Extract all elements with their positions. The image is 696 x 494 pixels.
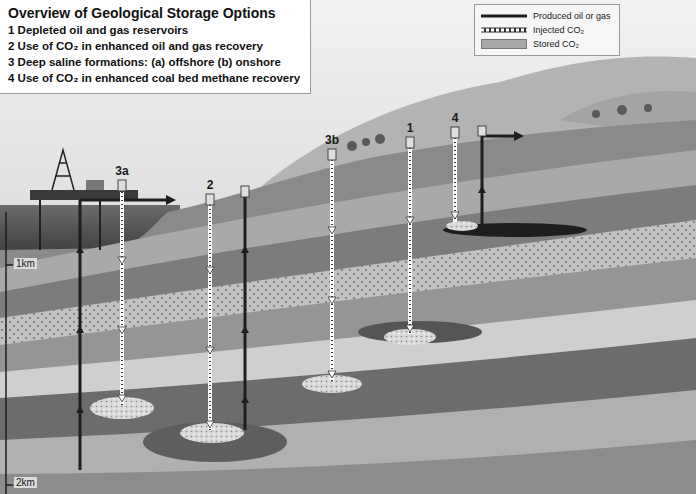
arrow-head bbox=[76, 246, 84, 253]
injection-well bbox=[454, 138, 456, 222]
arrow-head bbox=[514, 131, 524, 141]
arrow-head bbox=[451, 212, 459, 219]
legend-line bbox=[481, 15, 527, 18]
wellhead bbox=[406, 137, 414, 148]
rock-layer bbox=[0, 220, 696, 494]
depth-scale bbox=[6, 212, 13, 494]
rock-layer bbox=[0, 390, 696, 494]
list-item: 4 Use of CO₂ in enhanced coal bed methan… bbox=[8, 71, 300, 87]
wellhead bbox=[206, 194, 214, 205]
rock-layer bbox=[0, 300, 696, 494]
well-number: 1 bbox=[407, 121, 414, 135]
wellhead bbox=[118, 180, 126, 191]
legend-swatch bbox=[481, 39, 527, 49]
wellheads bbox=[118, 126, 486, 205]
depth-label: 2km bbox=[14, 477, 37, 488]
stored-co2 bbox=[446, 221, 478, 231]
injection-wells bbox=[118, 138, 459, 430]
arrow-head bbox=[328, 371, 336, 378]
arrow-head bbox=[478, 186, 486, 193]
arrow-head bbox=[206, 421, 214, 428]
rock-layer bbox=[0, 440, 696, 494]
legend-row: Stored CO₂ bbox=[481, 37, 611, 51]
title-text: Overview of Geological Storage Options bbox=[8, 5, 300, 21]
wellhead bbox=[241, 186, 249, 197]
wellhead bbox=[451, 127, 459, 138]
sandstone-texture bbox=[0, 220, 696, 494]
arrow-head bbox=[118, 327, 126, 334]
production-flow bbox=[482, 135, 514, 138]
arrow-head bbox=[166, 195, 176, 205]
rock-layer bbox=[0, 185, 696, 494]
injection-well bbox=[120, 192, 124, 405]
tree bbox=[362, 138, 370, 146]
injection-well bbox=[208, 205, 212, 430]
arrow-head bbox=[118, 257, 126, 264]
list-item: 2 Use of CO₂ in enhanced oil and gas rec… bbox=[8, 39, 300, 55]
production-well bbox=[79, 200, 82, 470]
arrow-head bbox=[241, 326, 249, 333]
platform-leg bbox=[39, 200, 41, 250]
injection-well bbox=[409, 148, 411, 334]
depth-tick bbox=[6, 264, 13, 266]
land-surface bbox=[0, 120, 696, 494]
well-number: 2 bbox=[207, 178, 214, 192]
production-wells bbox=[76, 131, 524, 470]
legend-box: Produced oil or gasInjected CO₂ Stored CO… bbox=[474, 4, 620, 56]
legend-line bbox=[481, 28, 527, 33]
arrow-head bbox=[328, 297, 336, 304]
depth-axis bbox=[5, 212, 7, 494]
tree bbox=[375, 134, 385, 144]
arrow-head bbox=[328, 227, 336, 234]
injection-well bbox=[408, 148, 412, 334]
well-number: 3b bbox=[325, 133, 339, 147]
arrow-head bbox=[406, 217, 414, 224]
arrow-head bbox=[76, 406, 84, 413]
injection-well bbox=[121, 192, 123, 405]
production-well bbox=[481, 136, 484, 228]
injection-well bbox=[330, 160, 334, 381]
wellhead bbox=[478, 126, 486, 136]
legend-text: Injected CO₂ bbox=[533, 25, 584, 35]
legend-row: Injected CO₂ bbox=[481, 23, 611, 37]
rock-layer bbox=[0, 150, 696, 494]
title-panel: Overview of Geological Storage Options 1 … bbox=[0, 0, 311, 94]
dome-reservoir bbox=[143, 422, 287, 462]
tree bbox=[592, 110, 600, 118]
injection-well bbox=[331, 160, 333, 381]
legend-sample bbox=[481, 25, 527, 35]
platform-building bbox=[86, 180, 104, 190]
well-number: 4 bbox=[452, 111, 459, 125]
tree bbox=[644, 104, 652, 112]
injection-well bbox=[209, 205, 211, 430]
platform-leg bbox=[99, 200, 101, 250]
wellhead bbox=[328, 149, 336, 160]
arrow-head bbox=[206, 267, 214, 274]
legend-line bbox=[481, 29, 527, 32]
legend-row: Produced oil or gas bbox=[481, 9, 611, 23]
tree bbox=[347, 141, 357, 151]
depth-tick bbox=[6, 484, 13, 486]
rock-layer bbox=[0, 258, 696, 494]
depth-label: 1km bbox=[14, 258, 37, 269]
list-item: 3 Deep saline formations: (a) offshore (… bbox=[8, 55, 300, 71]
arrow-head bbox=[241, 396, 249, 403]
legend-sample bbox=[481, 11, 527, 21]
arrow-head bbox=[76, 326, 84, 333]
well-number: 3a bbox=[115, 164, 128, 178]
injection-well bbox=[453, 138, 457, 222]
tree bbox=[617, 105, 627, 115]
arrow-head bbox=[406, 325, 414, 332]
list-item: 1 Depleted oil and gas reservoirs bbox=[8, 23, 300, 39]
legend-text: Produced oil or gas bbox=[533, 11, 611, 21]
arrow-head bbox=[206, 347, 214, 354]
legend-text: Stored CO₂ bbox=[533, 39, 579, 49]
arrow-head bbox=[241, 246, 249, 253]
production-well bbox=[244, 196, 247, 430]
arrow-head bbox=[118, 395, 126, 402]
derrick bbox=[52, 150, 74, 190]
reservoir-layer bbox=[0, 338, 696, 494]
